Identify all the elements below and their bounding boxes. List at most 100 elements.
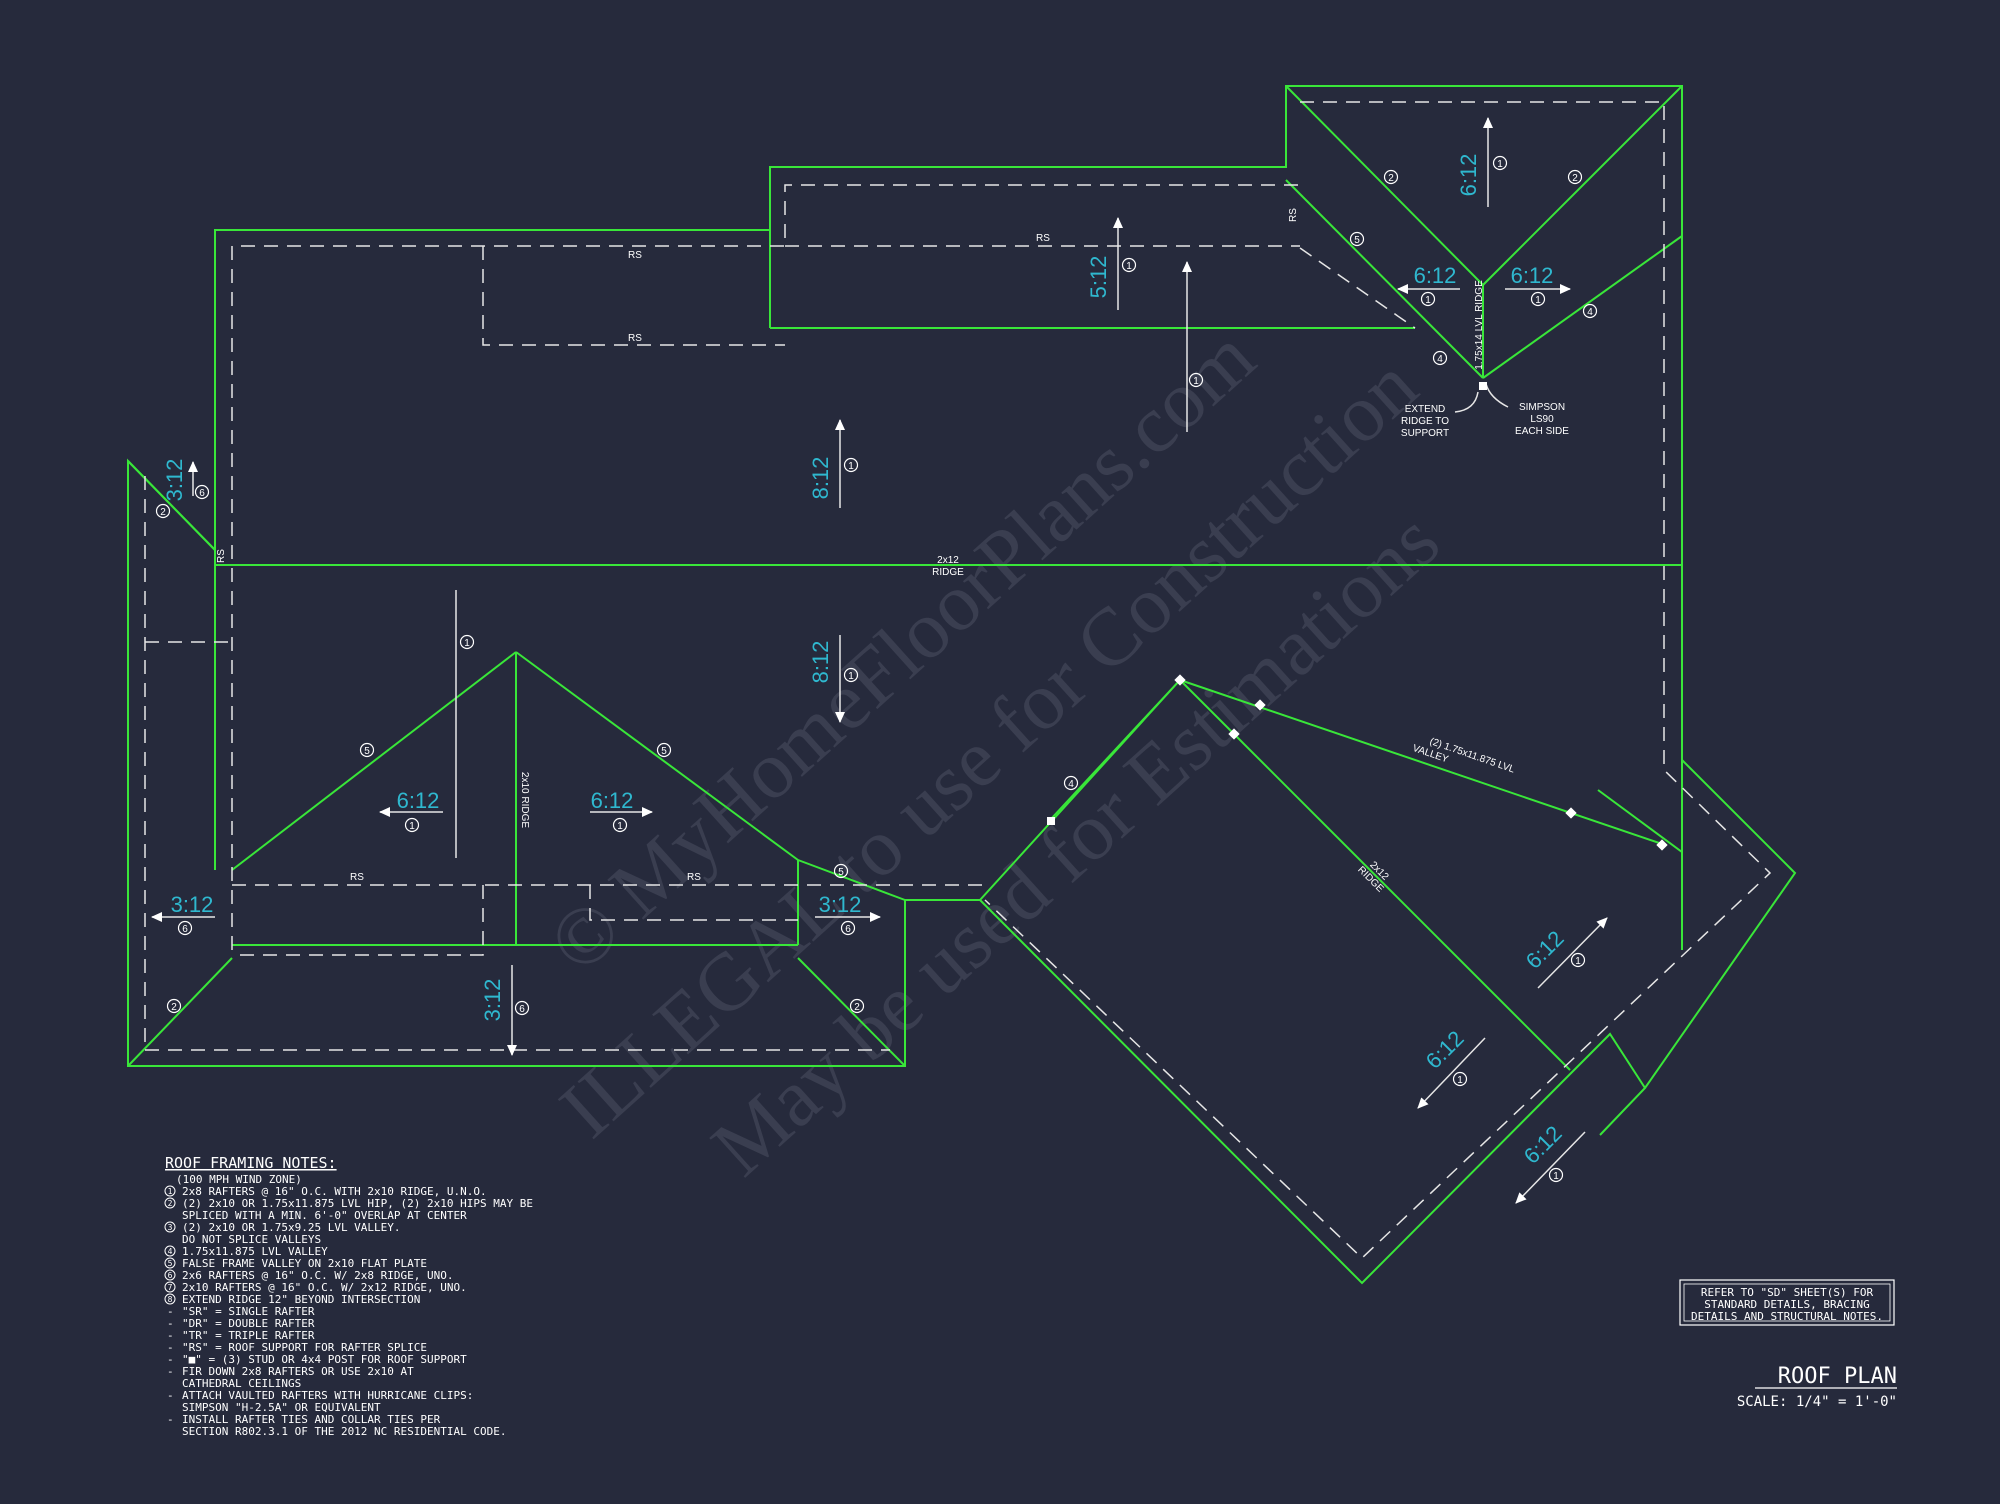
svg-text:1: 1 [617, 821, 623, 832]
svg-text:6: 6 [519, 1004, 525, 1015]
svg-text:4: 4 [1587, 307, 1593, 318]
hip-lower-left-corner [127, 957, 233, 1067]
rs-label: RS [1036, 233, 1050, 244]
note-line: 1.75x11.875 LVL VALLEY [182, 1245, 328, 1258]
svg-text:2: 2 [1388, 173, 1394, 184]
svg-text:6: 6 [845, 924, 851, 935]
callout-4: 4 [1063, 775, 1079, 791]
lvl-valley-line [1179, 679, 1666, 846]
note-bullet: - [167, 1365, 174, 1378]
svg-text:1: 1 [1497, 159, 1503, 170]
svg-text:1: 1 [464, 638, 470, 649]
callout-1: 1 [404, 817, 420, 833]
note-line: SECTION R802.3.1 OF THE 2012 NC RESIDENT… [182, 1425, 507, 1438]
svg-text:5: 5 [838, 867, 844, 878]
pitch-label: 3:12 [162, 459, 187, 502]
post-marker [1254, 699, 1266, 711]
callout-1: 1 [843, 457, 859, 473]
callout-2: 2 [155, 503, 171, 519]
callout-2: 2 [166, 998, 182, 1014]
svg-text:5: 5 [661, 746, 667, 757]
svg-text:2: 2 [160, 507, 166, 518]
note-bullet: - [167, 1317, 174, 1330]
callout-4: 4 [1582, 303, 1598, 319]
drawing-title: ROOF PLAN [1778, 1364, 1897, 1389]
callout-2: 2 [1567, 169, 1583, 185]
callout-5: 5 [656, 742, 672, 758]
svg-text:2: 2 [854, 1002, 860, 1013]
post-marker [1174, 674, 1186, 686]
watermark-line-2: ILLEGAL to use for Construction [543, 339, 1434, 1154]
pitch-arrows [151, 117, 1608, 1204]
extend-leader [1454, 391, 1479, 413]
note-callout-number: 7 [168, 1283, 173, 1292]
callout-1: 1 [1570, 952, 1586, 968]
pitch-label: 3:12 [171, 892, 214, 917]
pitch-label: 6:12 [1414, 263, 1457, 288]
callout-1: 1 [1492, 155, 1508, 171]
svg-text:1: 1 [409, 821, 415, 832]
note-line: 2x8 RAFTERS @ 16" O.C. WITH 2x10 RIDGE, … [182, 1185, 487, 1198]
watermark: © MyHomeFloorPlans.com ILLEGAL to use fo… [531, 311, 1456, 1193]
callout-2: 2 [1383, 169, 1399, 185]
post-marker [1228, 728, 1240, 740]
rs-label: RS [350, 872, 364, 883]
rs-label: RS [1288, 208, 1299, 222]
hip-lower-right-corner [797, 957, 906, 1067]
svg-text:1: 1 [1457, 1075, 1463, 1086]
note-bullet: - [167, 1329, 174, 1342]
right-wing-outline [1597, 760, 1683, 854]
svg-text:2: 2 [171, 1002, 177, 1013]
note-line: 2x6 RAFTERS @ 16" O.C. W/ 2x8 RIDGE, UNO… [182, 1269, 454, 1282]
hip-upper-right [1482, 85, 1683, 286]
note-line: EXTEND RIDGE 12" BEYOND INTERSECTION [182, 1293, 420, 1306]
svg-text:1: 1 [1193, 376, 1199, 387]
callout-1: 1 [1420, 291, 1436, 307]
callout-1: 1 [1121, 257, 1137, 273]
hip-lower-right [515, 651, 799, 861]
post-marker [1565, 807, 1577, 819]
note-line: CATHEDRAL CEILINGS [182, 1377, 301, 1390]
simpson-line-3: EACH SIDE [1515, 426, 1569, 437]
callout-5: 5 [1349, 231, 1365, 247]
note-bullet: - [167, 1305, 174, 1318]
callout-1: 1 [1530, 291, 1546, 307]
rs-labels: RS RS RS RS RS RS RS [216, 208, 1299, 883]
note-bullet: - [167, 1389, 174, 1402]
pitch-label: 6:12 [1421, 1026, 1469, 1074]
main-ridge-size: 2x12 [937, 555, 959, 566]
note-line: FALSE FRAME VALLEY ON 2x10 FLAT PLATE [182, 1257, 427, 1270]
callout-1: 1 [1548, 1167, 1564, 1183]
note-line: "RS" = ROOF SUPPORT FOR RAFTER SPLICE [182, 1341, 427, 1354]
callout-5: 5 [359, 742, 375, 758]
pitch-label: 5:12 [1086, 256, 1111, 299]
note-callout-circle [164, 1245, 176, 1257]
arrow-diag-up [1537, 917, 1608, 989]
note-callout-number: 1 [168, 1187, 173, 1196]
note-line: 2x10 RAFTERS @ 16" O.C. W/ 2x12 RIDGE, U… [182, 1281, 467, 1294]
note-line: ATTACH VAULTED RAFTERS WITH HURRICANE CL… [182, 1389, 473, 1402]
post-marker [1047, 817, 1055, 825]
callout-1: 1 [612, 817, 628, 833]
callout-6: 6 [194, 484, 210, 500]
note-line: SPLICED WITH A MIN. 6'-0" OVERLAP AT CEN… [182, 1209, 467, 1222]
pitch-label: 6:12 [1511, 263, 1554, 288]
pitch-label: 8:12 [808, 457, 833, 500]
note-line: DO NOT SPLICE VALLEYS [182, 1233, 321, 1246]
pitch-label: 8:12 [808, 641, 833, 684]
post-marker [1479, 382, 1487, 390]
arrow-diag-down [1417, 1037, 1486, 1109]
svg-text:1: 1 [1126, 261, 1132, 272]
svg-text:2: 2 [1572, 173, 1578, 184]
callout-4: 4 [1432, 350, 1448, 366]
note-callout-circle [164, 1293, 176, 1305]
svg-text:6: 6 [182, 924, 188, 935]
valley-upper-right [1482, 235, 1683, 379]
note-callout-number: 3 [168, 1223, 173, 1232]
post-marker [1656, 839, 1668, 851]
note-line: "■" = (3) STUD OR 4x4 POST FOR ROOF SUPP… [182, 1353, 467, 1366]
svg-text:5: 5 [1354, 235, 1360, 246]
callout-6: 6 [177, 920, 193, 936]
